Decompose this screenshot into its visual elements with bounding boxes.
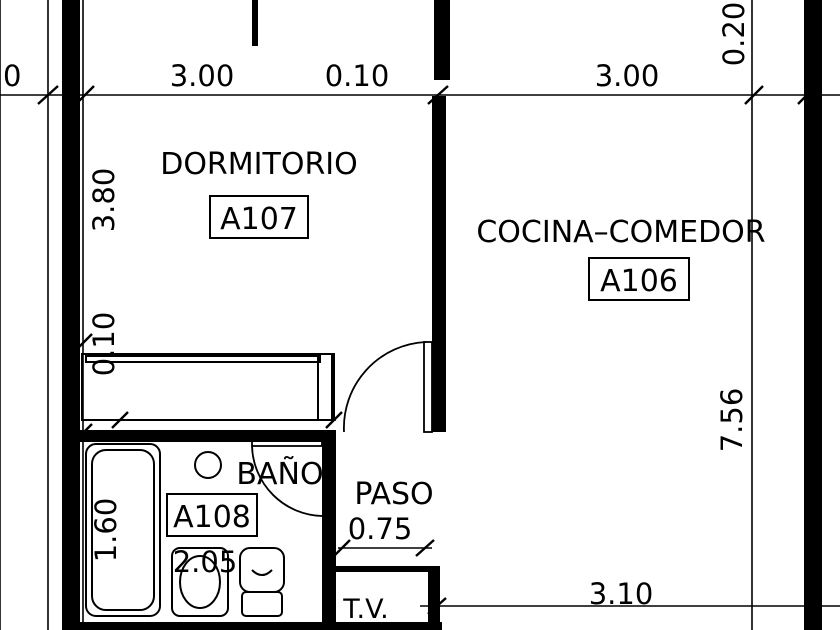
dimension-7-56: 7.56 <box>715 388 749 453</box>
door-swings <box>251 341 433 517</box>
dimension-3-80: 3.80 <box>87 168 121 233</box>
dimension-0-20: 0.20 <box>717 2 751 67</box>
room-label-tv: T.V. <box>342 594 388 625</box>
room-code-bano: A108 <box>173 500 251 535</box>
dimension-0-left-edge: 0 <box>3 59 21 93</box>
room-code-box-a106 <box>588 257 690 301</box>
dimension-1-60: 1.60 <box>89 498 123 563</box>
bathroom-fixtures <box>85 443 285 617</box>
dimension-0-10-vertical: 0.10 <box>87 312 121 377</box>
dimension-2-05: 2.05 <box>173 545 238 579</box>
dimension-3-00-left: 3.00 <box>170 59 235 93</box>
room-label-dormitorio: DORMITORIO <box>160 147 358 182</box>
room-code-box-a107 <box>209 195 309 239</box>
room-label-paso: PASO <box>354 477 433 512</box>
dimension-0-75: 0.75 <box>348 512 413 546</box>
walls <box>62 0 822 630</box>
dimension-3-00-right: 3.00 <box>595 59 660 93</box>
room-code-dormitorio: A107 <box>220 202 298 237</box>
dimension-0-10-top: 0.10 <box>325 59 390 93</box>
room-label-cocina-comedor: COCINA–COMEDOR <box>476 215 765 250</box>
room-label-bano: BAÑO <box>236 456 323 492</box>
room-code-cocina-comedor: A106 <box>600 264 678 299</box>
room-code-box-a108 <box>166 493 258 537</box>
closet <box>81 353 335 421</box>
dimension-3-10: 3.10 <box>589 577 654 611</box>
